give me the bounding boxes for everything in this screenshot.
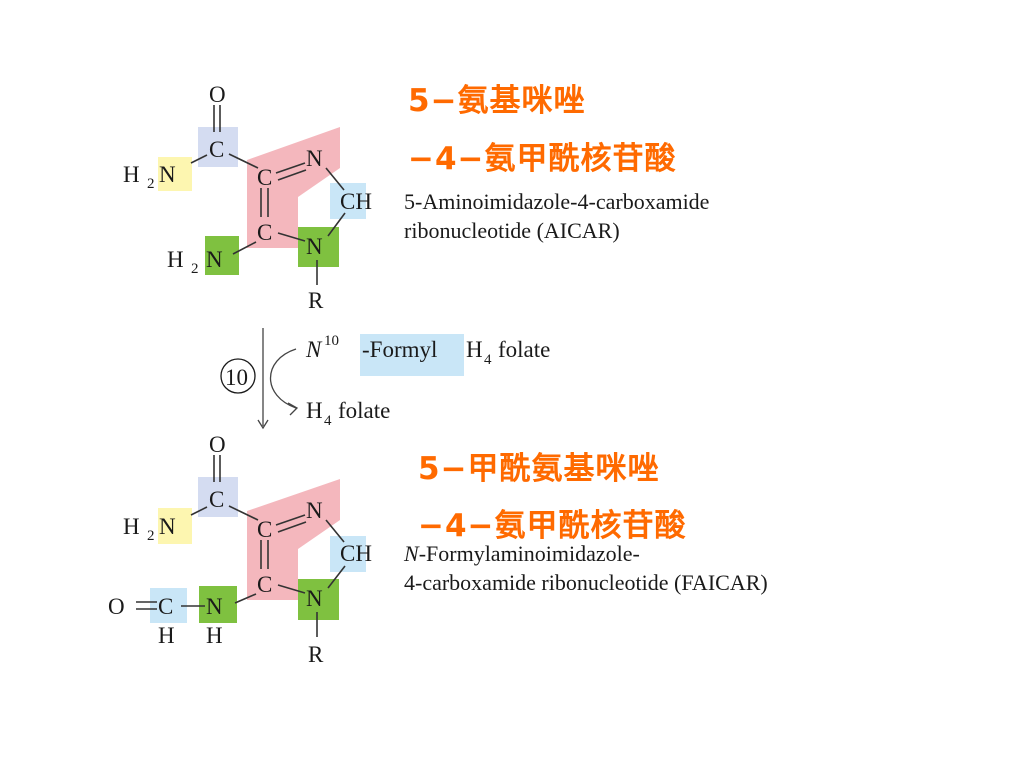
faicar-name-rest: -Formylaminoimidazole- [418, 541, 640, 566]
faicar-chinese-name-line2: −4−氨甲酰核苷酸 [418, 508, 687, 544]
aicar-english-name-line1: 5-Aminoimidazole-4-carboxamide [404, 189, 710, 214]
formyl-highlight [360, 334, 464, 376]
faicar-amide-nh2-highlight [158, 508, 192, 544]
faicar-atom-n-ring-top: N [306, 498, 323, 523]
aicar-chinese-name-line1: 5−氨基咪唑 [408, 83, 586, 119]
faicar-formyl-ch-highlight [150, 588, 187, 623]
aicar-atom-ch: CH [340, 189, 372, 214]
faicar-atom-c-ring-bottom: C [257, 572, 272, 597]
faicar-atom-n-amide: N [159, 514, 176, 539]
faicar-atom-h-amide: H [123, 514, 140, 539]
aicar-structure: O C H 2 N C N CH C N H 2 N R [123, 82, 372, 313]
aicar-atom-c-carbonyl: C [209, 137, 224, 162]
aicar-ch-highlight [330, 183, 366, 219]
aicar-ring-n-highlight [298, 227, 339, 267]
faicar-carbonyl-highlight [198, 477, 238, 517]
product-folate: folate [338, 398, 390, 423]
step-number-circle [220, 358, 256, 394]
product-subscript: 4 [324, 413, 332, 429]
faicar-atom-ch: CH [340, 541, 372, 566]
aicar-atom-c-ring-top: C [257, 165, 272, 190]
faicar-english-name-line1: N-Formylaminoimidazole- [404, 539, 640, 569]
faicar-ring-pink-highlight [247, 479, 340, 600]
aicar-atom-h-amino: H [167, 247, 184, 272]
reagent-subscript: 4 [484, 352, 492, 368]
reagent-n: N [305, 337, 323, 362]
aicar-atom-n-ring-bottom: N [306, 234, 323, 259]
reagent-formyl: -Formyl [362, 337, 437, 362]
reagent-h: H [466, 337, 483, 362]
aicar-english-name-line2: ribonucleotide (AICAR) [404, 218, 620, 243]
reagent-superscript: 10 [324, 333, 339, 349]
faicar-atom-n-ring-bottom: N [306, 586, 323, 611]
aicar-atom-h-amide: H [123, 162, 140, 187]
faicar-english-name-line2: 4-carboxamide ribonucleotide (FAICAR) [404, 570, 768, 595]
aicar-ring-pink-highlight [247, 127, 340, 248]
reagent-folate: folate [498, 337, 550, 362]
faicar-amide-nh-highlight [199, 586, 237, 623]
faicar-atom-h-formamido: H [206, 623, 223, 648]
faicar-atom-o: O [209, 432, 226, 457]
faicar-atom-o-formyl: O [108, 594, 125, 619]
aicar-amino-n-highlight [205, 236, 239, 275]
faicar-ring-n-highlight [298, 579, 339, 620]
faicar-structure: O C H 2 N C N CH C N O C H N H R [108, 432, 372, 667]
aicar-atom-o: O [209, 82, 226, 107]
aicar-carbonyl-highlight [198, 127, 238, 167]
aicar-sub-2-amino: 2 [191, 261, 199, 277]
faicar-chinese-name-line1: 5−甲酰氨基咪唑 [418, 451, 660, 487]
aicar-atom-n-amide: N [159, 162, 176, 187]
aicar-sub-2-amide: 2 [147, 176, 155, 192]
faicar-atom-c-ring-top: C [257, 517, 272, 542]
faicar-atom-c-formyl: C [158, 594, 173, 619]
faicar-atom-h-formyl: H [158, 623, 175, 648]
faicar-ch-highlight [330, 536, 366, 572]
faicar-n-italic: N [404, 541, 419, 566]
faicar-sub-2-amide: 2 [147, 528, 155, 544]
aicar-atom-r: R [308, 288, 324, 313]
aicar-chinese-name-line2: −4−氨甲酰核苷酸 [408, 141, 677, 177]
aicar-atom-c-ring-bottom: C [257, 220, 272, 245]
aicar-atom-n-amino: N [206, 247, 223, 272]
faicar-atom-c-carbonyl: C [209, 487, 224, 512]
faicar-atom-n-formamido: N [206, 594, 223, 619]
reaction-step: 10 N 10 -Formyl H 4 folate H 4 folate [220, 328, 550, 430]
aicar-atom-n-ring-top: N [306, 146, 323, 171]
product-h: H [306, 398, 323, 423]
aicar-amide-nh2-highlight [158, 157, 192, 191]
faicar-atom-r: R [308, 642, 324, 667]
step-number: 10 [225, 365, 248, 390]
